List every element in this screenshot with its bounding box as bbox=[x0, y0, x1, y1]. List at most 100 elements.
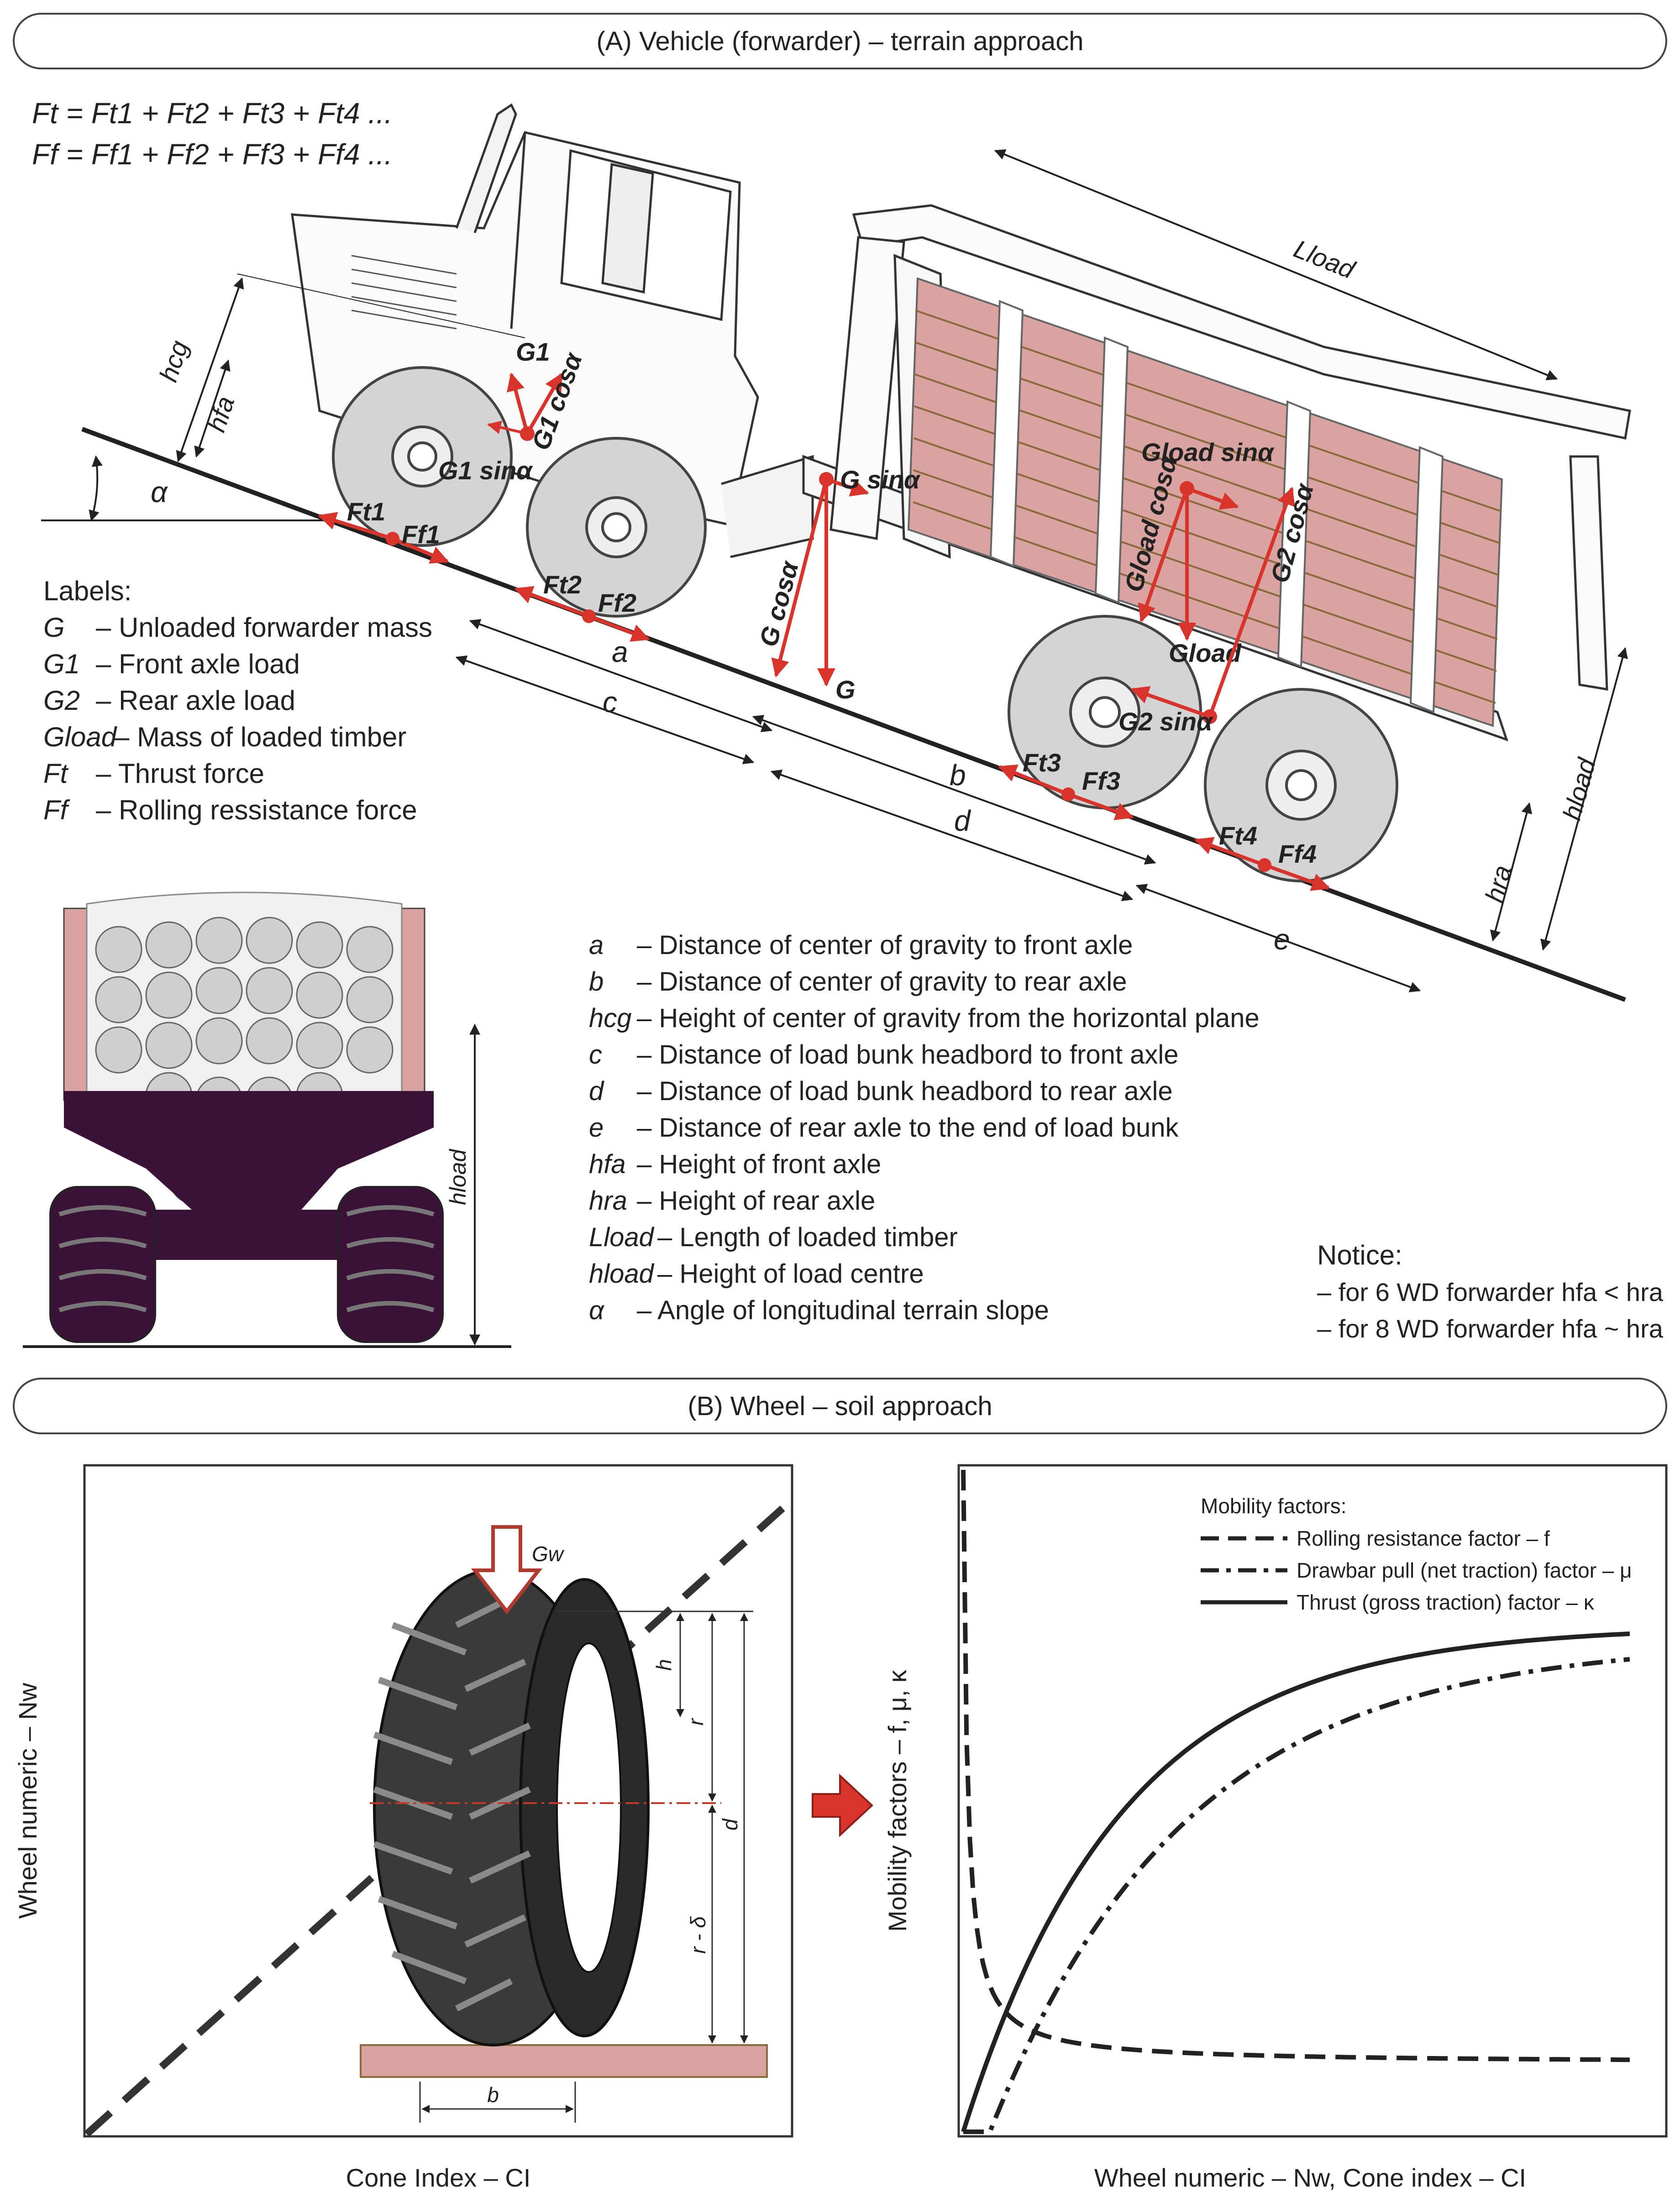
mobility-chart: Mobility factors – f, μ, κ Wheel numeric… bbox=[883, 1464, 1668, 2192]
label-desc-g: – Unloaded forwarder mass bbox=[96, 612, 432, 643]
mobility-legend: Mobility factors: Rolling resistance fac… bbox=[1201, 1494, 1632, 1614]
dim-sym-c: c bbox=[589, 1040, 602, 1070]
dimension-definitions: a – Distance of center of gravity to fro… bbox=[589, 930, 1260, 1325]
lload-label: Lload bbox=[1290, 234, 1360, 284]
dim-desc-b: – Distance of center of gravity to rear … bbox=[637, 967, 1127, 997]
tire-b-label: b bbox=[487, 2083, 499, 2107]
tire-d-label: d bbox=[718, 1818, 742, 1831]
dimension-lines bbox=[176, 149, 1628, 992]
gload-sin-label: Gload sinα bbox=[1141, 438, 1275, 467]
g2-point bbox=[1202, 709, 1217, 724]
g-sin-label: G sinα bbox=[840, 465, 921, 494]
formula-rolling: Ff = Ff1 + Ff2 + Ff3 + Ff4 ... bbox=[32, 138, 393, 171]
dim-sym-d: d bbox=[589, 1076, 604, 1106]
ft3-label: Ft3 bbox=[1023, 748, 1061, 777]
a-label: a bbox=[612, 635, 628, 668]
g1-label: G1 bbox=[516, 337, 550, 366]
legend-drawbar: Drawbar pull (net traction) factor – μ bbox=[1297, 1558, 1632, 1582]
transition-arrow bbox=[812, 1773, 873, 1837]
left-xlabel: Cone Index – CI bbox=[346, 2163, 531, 2192]
gw-arrow bbox=[471, 1525, 543, 1615]
dim-desc-hload: – Height of load centre bbox=[657, 1259, 924, 1289]
ff2-label: Ff2 bbox=[598, 588, 636, 617]
tire-rdelta-label: r - δ bbox=[686, 1916, 710, 1954]
curve-thrust bbox=[961, 1631, 1630, 2133]
g2-sin-label: G2 sinα bbox=[1118, 707, 1213, 736]
label-sym-gload: Gload bbox=[43, 722, 117, 752]
hcg-label: hcg bbox=[153, 337, 194, 385]
notice-box: Notice: – for 6 WD forwarder hfa < hra –… bbox=[1317, 1240, 1664, 1343]
notice-8wd: – for 8 WD forwarder hfa ~ hra bbox=[1317, 1314, 1664, 1343]
ff4-label: Ff4 bbox=[1278, 839, 1317, 868]
label-desc-g2: – Rear axle load bbox=[96, 685, 295, 716]
rear-wheel-2 bbox=[1204, 688, 1398, 882]
label-desc-g1: – Front axle load bbox=[96, 649, 300, 679]
ground-force-2: Ft2 Ff2 bbox=[514, 570, 650, 642]
panel-a-title: (A) Vehicle (forwarder) – terrain approa… bbox=[596, 26, 1083, 56]
dim-desc-a: – Distance of center of gravity to front… bbox=[637, 930, 1133, 960]
g-label: G bbox=[835, 675, 856, 704]
ground-force-1: Ft1 Ff1 bbox=[318, 497, 449, 564]
label-desc-gload: – Mass of loaded timber bbox=[114, 722, 406, 752]
ft2-label: Ft2 bbox=[543, 570, 582, 599]
legend-thrust: Thrust (gross traction) factor – κ bbox=[1297, 1590, 1595, 1614]
dim-sym-lload: Lload bbox=[589, 1222, 655, 1252]
panel-a-header: (A) Vehicle (forwarder) – terrain approa… bbox=[13, 13, 1667, 69]
dim-sym-hra: hra bbox=[589, 1186, 627, 1216]
label-sym-g: G bbox=[43, 612, 65, 643]
panel-b-title: (B) Wheel – soil approach bbox=[688, 1391, 992, 1421]
ff3-label: Ff3 bbox=[1082, 766, 1120, 795]
force-formulas: Ft = Ft1 + Ft2 + Ft3 + Ft4 ... Ff = Ff1 … bbox=[32, 97, 393, 171]
b-label: b bbox=[950, 759, 966, 792]
dim-desc-hra: – Height of rear axle bbox=[637, 1186, 875, 1216]
label-sym-ff: Ff bbox=[43, 795, 70, 825]
label-sym-g1: G1 bbox=[43, 649, 80, 679]
g1-point bbox=[520, 426, 535, 441]
e-label: e bbox=[1274, 923, 1290, 956]
c-label: c bbox=[603, 686, 617, 719]
d-label: d bbox=[954, 804, 971, 837]
ff1-label: Ff1 bbox=[402, 520, 440, 549]
right-ylabel: Mobility factors – f, μ, κ bbox=[883, 1669, 912, 1932]
dim-sym-hfa: hfa bbox=[589, 1149, 626, 1179]
dim-sym-hcg: hcg bbox=[589, 1003, 632, 1033]
dim-desc-hfa: – Height of front axle bbox=[637, 1149, 881, 1179]
tire-h-label: h bbox=[652, 1659, 676, 1671]
rear-hload-label: hload bbox=[445, 1148, 471, 1205]
tire-r-label: r bbox=[684, 1718, 708, 1726]
curve-drawbar-pull bbox=[963, 1657, 1630, 2134]
dim-desc-d: – Distance of load bunk headbord to rear… bbox=[637, 1076, 1173, 1106]
dim-desc-lload: – Length of loaded timber bbox=[657, 1222, 958, 1252]
alpha-label: α bbox=[151, 476, 168, 509]
label-desc-ft: – Thrust force bbox=[96, 758, 264, 789]
dim-sym-b: b bbox=[589, 967, 604, 997]
g-cos-label: G cosα bbox=[754, 557, 804, 650]
hload-label: hload bbox=[1557, 755, 1601, 823]
dim-desc-e: – Distance of rear axle to the end of lo… bbox=[637, 1113, 1179, 1143]
panel-b-header: (B) Wheel – soil approach bbox=[13, 1378, 1667, 1434]
front-wheel-2 bbox=[526, 437, 707, 618]
dim-sym-a: a bbox=[589, 930, 604, 960]
notice-heading: Notice: bbox=[1317, 1240, 1402, 1270]
mobility-curves bbox=[961, 1469, 1630, 2134]
g1-sin-label: G1 sinα bbox=[438, 456, 533, 485]
tire-illustration: Gw h r d r - δ b bbox=[360, 1525, 768, 2123]
labels-legend: Labels: G – Unloaded forwarder mass G1 –… bbox=[43, 576, 432, 825]
dim-sym-hload: hload bbox=[589, 1259, 655, 1289]
forwarder-rear-view: hload bbox=[23, 892, 511, 1348]
dim-desc-hcg: – Height of center of gravity from the h… bbox=[637, 1003, 1260, 1033]
legend-rolling: Rolling resistance factor – f bbox=[1297, 1526, 1550, 1550]
gw-label: Gw bbox=[532, 1542, 565, 1566]
curve-rolling-resistance bbox=[961, 1469, 1630, 2062]
dim-desc-alpha: – Angle of longitudinal terrain slope bbox=[637, 1296, 1049, 1325]
gload-point bbox=[1180, 481, 1194, 496]
label-sym-g2: G2 bbox=[43, 685, 80, 716]
label-desc-ff: – Rolling ressistance force bbox=[96, 795, 417, 825]
wheel-numeric-chart: Wheel numeric – Nw Cone Index – CI Gw bbox=[13, 1464, 793, 2192]
dim-desc-c: – Distance of load bunk headbord to fron… bbox=[637, 1040, 1179, 1070]
timber-load bbox=[907, 277, 1503, 727]
ground-force-3: Ft3 Ff3 bbox=[998, 748, 1134, 820]
left-ylabel: Wheel numeric – Nw bbox=[13, 1683, 42, 1919]
